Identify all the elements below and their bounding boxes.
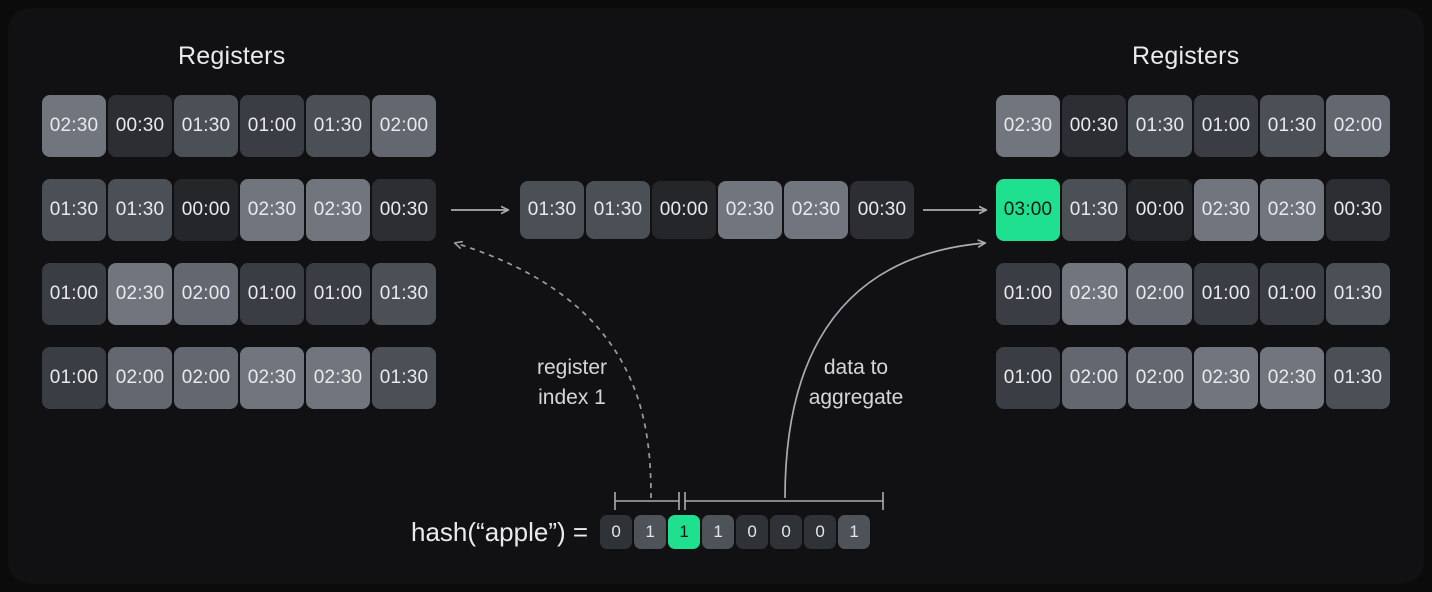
left-register-cell: 01:30	[306, 95, 370, 157]
right-register-cell: 02:00	[1128, 263, 1192, 325]
extracted-register-cell: 01:30	[520, 181, 584, 239]
extracted-register-cell: 02:30	[718, 181, 782, 239]
right-grid-title: Registers	[1132, 42, 1240, 70]
left-register-cell: 02:00	[372, 95, 436, 157]
left-register-cell: 01:30	[372, 263, 436, 325]
right-register-cell: 01:30	[1326, 347, 1390, 409]
right-register-cell: 01:00	[996, 347, 1060, 409]
left-register-cell: 02:00	[174, 263, 238, 325]
hash-bit: 0	[770, 515, 803, 549]
right-register-cell: 01:00	[1260, 263, 1324, 325]
right-register-cell: 01:30	[1128, 95, 1192, 157]
left-register-cell: 01:00	[42, 263, 106, 325]
right-register-cell-highlighted: 03:00	[996, 179, 1060, 241]
extracted-register-cell: 00:30	[850, 181, 914, 239]
right-register-cell: 00:30	[1326, 179, 1390, 241]
hash-function-label: hash(“apple”) =	[411, 516, 589, 547]
right-register-cell: 02:30	[1260, 179, 1324, 241]
hash-bit: 1	[838, 515, 871, 549]
right-register-cell: 02:30	[1062, 263, 1126, 325]
right-register-cell: 01:30	[1062, 179, 1126, 241]
right-register-cell: 02:30	[1194, 347, 1258, 409]
right-register-cell: 01:00	[996, 263, 1060, 325]
left-register-cell: 01:30	[42, 179, 106, 241]
extracted-register-cell: 02:30	[784, 181, 848, 239]
left-register-cell: 01:00	[42, 347, 106, 409]
hash-bit: 0	[600, 515, 633, 549]
left-register-cell: 02:30	[306, 179, 370, 241]
left-register-cell: 01:30	[372, 347, 436, 409]
right-register-cell: 02:00	[1062, 347, 1126, 409]
left-register-cell: 01:30	[174, 95, 238, 157]
hash-bit: 1	[702, 515, 735, 549]
right-register-cell: 02:30	[996, 95, 1060, 157]
left-register-cell: 02:30	[240, 179, 304, 241]
extracted-register-cell: 01:30	[586, 181, 650, 239]
right-register-cell: 02:00	[1326, 95, 1390, 157]
left-register-cell: 00:30	[108, 95, 172, 157]
left-register-cell: 02:00	[174, 347, 238, 409]
right-register-cell: 01:00	[1194, 263, 1258, 325]
left-register-cell: 02:30	[42, 95, 106, 157]
left-register-cell: 02:30	[108, 263, 172, 325]
left-register-cell: 02:30	[240, 347, 304, 409]
right-register-cell: 02:00	[1128, 347, 1192, 409]
left-register-cell: 00:30	[372, 179, 436, 241]
left-register-cell: 01:00	[240, 95, 304, 157]
right-register-cell: 00:00	[1128, 179, 1192, 241]
right-register-cell: 01:30	[1326, 263, 1390, 325]
right-register-cell: 01:00	[1194, 95, 1258, 157]
hash-bit: 1	[634, 515, 667, 549]
left-grid-title: Registers	[178, 42, 286, 70]
hash-bit: 0	[804, 515, 837, 549]
hash-bit: 0	[736, 515, 769, 549]
extracted-register-cell: 00:00	[652, 181, 716, 239]
data-to-aggregate-label: data to aggregate	[808, 356, 904, 409]
left-register-cell: 02:00	[108, 347, 172, 409]
right-register-cell: 02:30	[1260, 347, 1324, 409]
left-register-cell: 01:30	[108, 179, 172, 241]
right-register-cell: 00:30	[1062, 95, 1126, 157]
left-register-cell: 01:00	[306, 263, 370, 325]
hash-bit-highlighted: 1	[668, 515, 701, 549]
left-register-cell: 00:00	[174, 179, 238, 241]
left-register-cell: 02:30	[306, 347, 370, 409]
right-register-cell: 01:30	[1260, 95, 1324, 157]
right-register-cell: 02:30	[1194, 179, 1258, 241]
register-index-label: register index 1	[536, 356, 608, 409]
left-register-cell: 01:00	[240, 263, 304, 325]
